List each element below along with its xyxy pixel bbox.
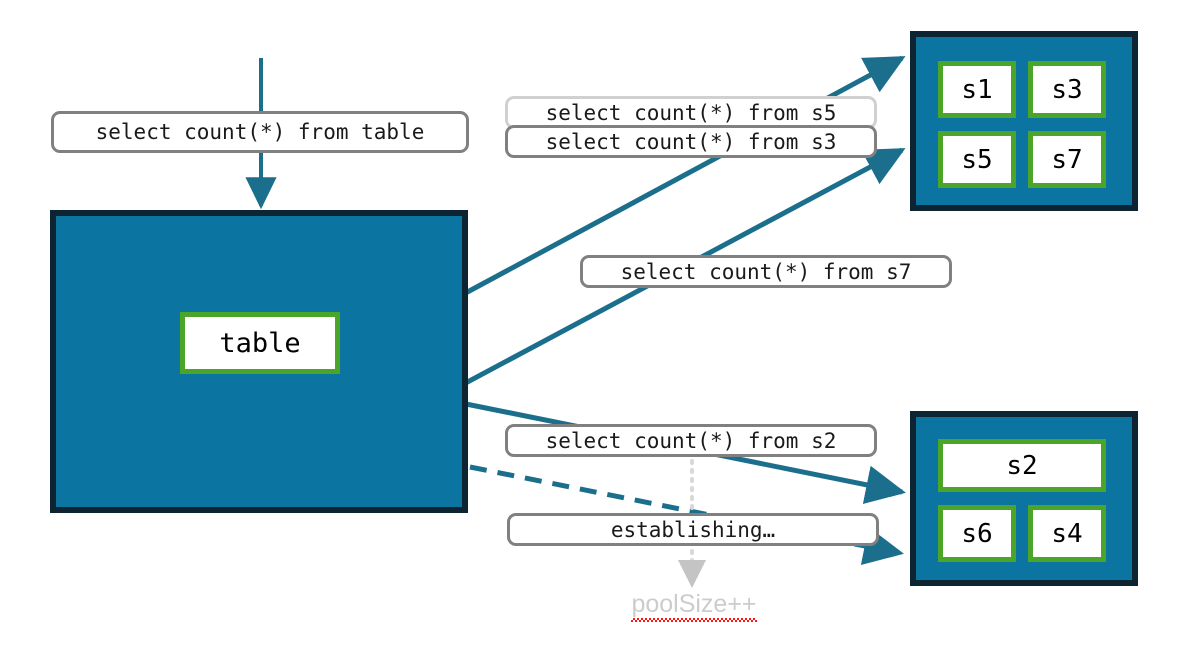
query-label-s2[interactable]: select count(*) from s2	[505, 424, 877, 457]
query-label-incoming[interactable]: select count(*) from table	[51, 111, 469, 153]
query-label-s7[interactable]: select count(*) from s7	[580, 255, 952, 288]
poolsize-annotation: poolSize++	[604, 590, 784, 622]
query-label-s3[interactable]: select count(*) from s3	[505, 125, 877, 158]
shard-s3[interactable]: s3	[1028, 61, 1106, 118]
source-table-label: table	[180, 312, 340, 374]
cluster-bottom[interactable]: s2 s6 s4	[910, 411, 1138, 586]
shard-s2[interactable]: s2	[938, 439, 1106, 492]
query-label-establishing[interactable]: establishing…	[507, 513, 879, 546]
shard-s4[interactable]: s4	[1028, 505, 1106, 562]
shard-s6[interactable]: s6	[938, 505, 1016, 562]
poolsize-annotation-text: poolSize++	[631, 590, 757, 622]
shard-s5[interactable]: s5	[938, 131, 1016, 188]
shard-s1[interactable]: s1	[938, 61, 1016, 118]
shard-s7[interactable]: s7	[1028, 131, 1106, 188]
cluster-top[interactable]: s1 s3 s5 s7	[910, 31, 1138, 211]
